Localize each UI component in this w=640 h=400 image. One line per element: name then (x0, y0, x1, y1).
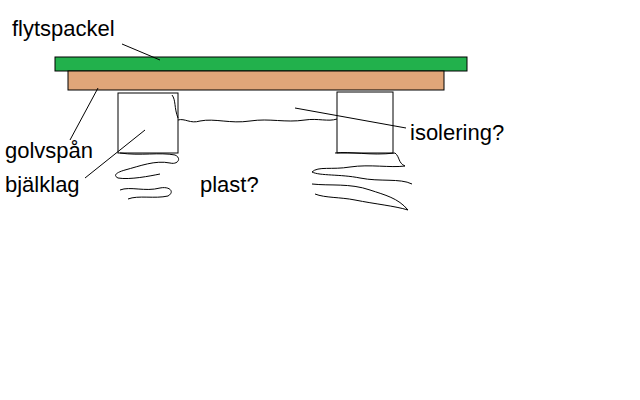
plastic (120, 188, 171, 199)
leader-line (70, 88, 98, 140)
part-label: plast? (200, 172, 259, 198)
screed-layer (55, 57, 467, 71)
leader-line (295, 108, 406, 128)
part-label: bjälklag (5, 172, 80, 198)
joist (337, 92, 393, 153)
leader-line (85, 130, 145, 178)
insulation (178, 119, 337, 122)
part-label: golvspån (5, 138, 93, 164)
insulation (172, 95, 178, 118)
floorboard-layer (68, 71, 444, 90)
plastic (312, 153, 412, 184)
plastic (312, 184, 408, 210)
plastic (116, 153, 179, 179)
part-label: flytspackel (12, 16, 115, 42)
leader-line (122, 44, 160, 60)
part-label: isolering? (410, 120, 504, 146)
